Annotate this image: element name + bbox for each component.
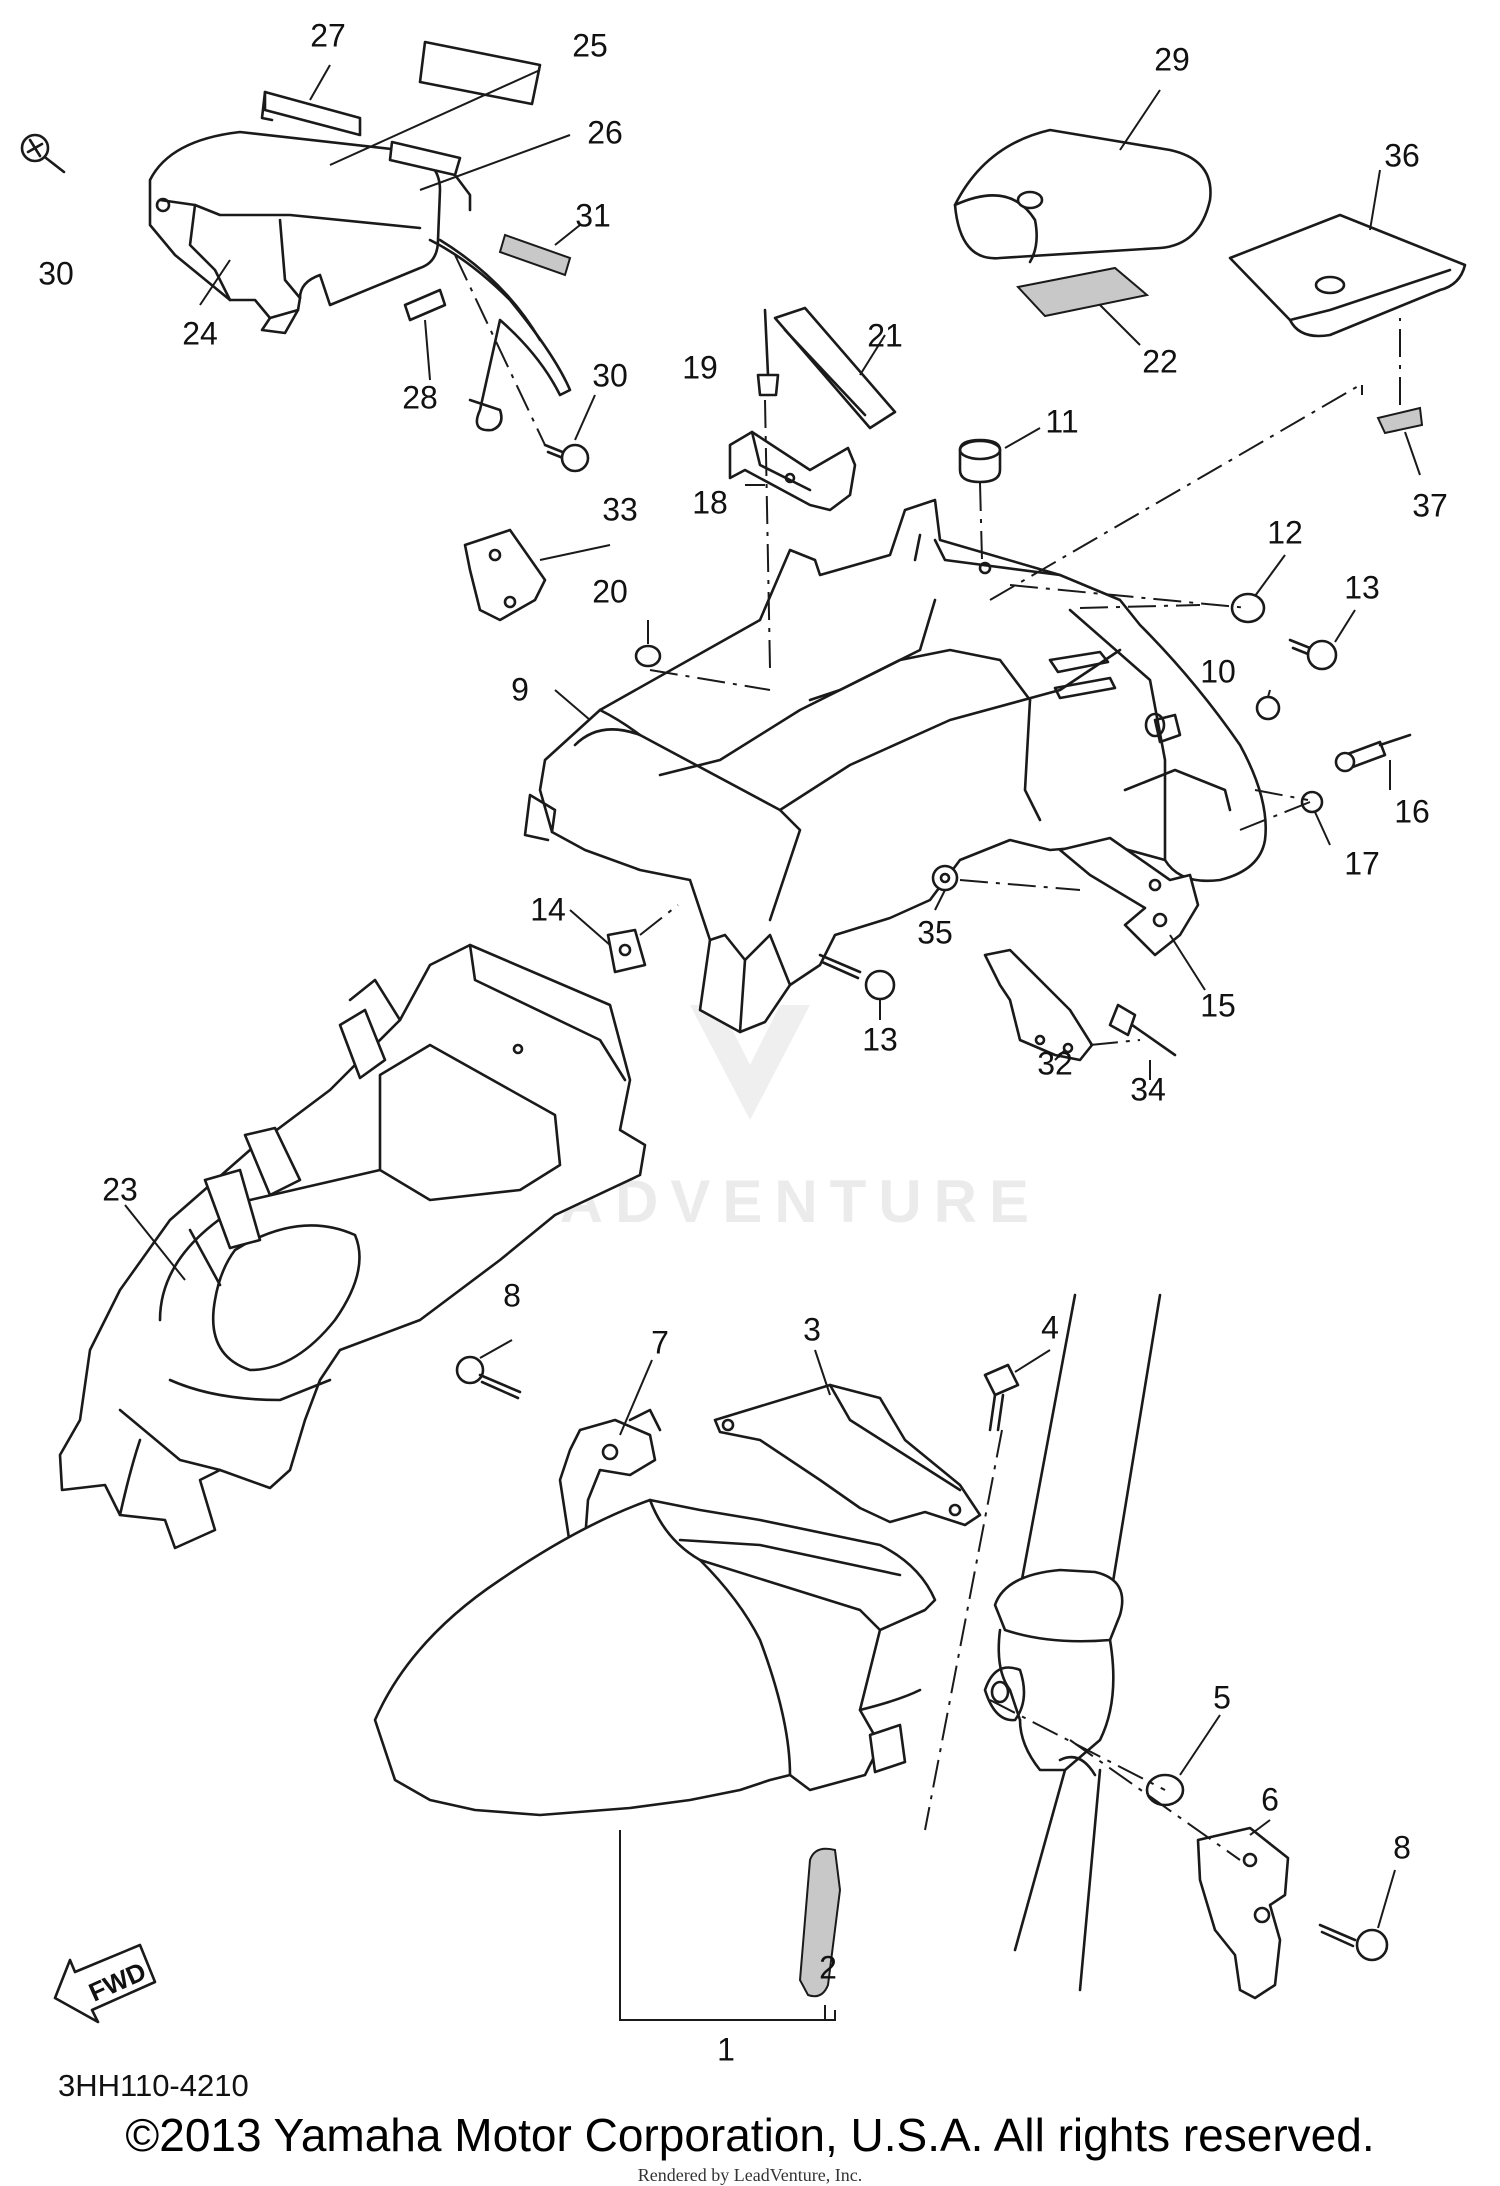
part-25-decal[interactable] xyxy=(418,40,542,106)
part-20-grommet[interactable] xyxy=(634,644,662,668)
part-6-bracket[interactable] xyxy=(1196,1826,1290,2000)
callout-25[interactable]: 25 xyxy=(572,27,608,63)
callout-labels: 1 2 3 4 5 6 7 8 8 9 10 11 12 13 13 14 15… xyxy=(38,17,1448,2067)
part-30-bolt-upper[interactable] xyxy=(20,133,66,174)
callout-15[interactable]: 15 xyxy=(1200,987,1236,1023)
assembly-lines xyxy=(454,254,1401,1861)
callout-24[interactable]: 24 xyxy=(182,315,218,351)
part-30-bolt-lower[interactable] xyxy=(543,443,590,473)
part-36-cover-plate[interactable] xyxy=(1228,213,1467,338)
callout-9[interactable]: 9 xyxy=(511,671,529,707)
callout-16[interactable]: 16 xyxy=(1394,793,1430,829)
callout-2[interactable]: 2 xyxy=(819,1949,837,1985)
callout-23[interactable]: 23 xyxy=(102,1171,138,1207)
callout-32[interactable]: 32 xyxy=(1037,1045,1073,1081)
callout-21[interactable]: 21 xyxy=(867,317,903,353)
part-12-grommet[interactable] xyxy=(1230,592,1266,624)
callout-5[interactable]: 5 xyxy=(1213,1679,1231,1715)
part-35-washer[interactable] xyxy=(931,864,959,892)
part-2-strip[interactable] xyxy=(798,1847,842,1998)
part-23-inner-fender[interactable] xyxy=(58,943,647,1550)
callout-31[interactable]: 31 xyxy=(575,197,611,233)
callout-3[interactable]: 3 xyxy=(803,1311,821,1347)
callout-14[interactable]: 14 xyxy=(530,891,566,927)
watermark-logo-mark xyxy=(690,1005,810,1120)
callout-33[interactable]: 33 xyxy=(602,491,638,527)
part-37-pad[interactable] xyxy=(1376,406,1424,435)
callout-37[interactable]: 37 xyxy=(1412,487,1448,523)
part-18-bracket[interactable] xyxy=(728,430,857,512)
callout-36[interactable]: 36 xyxy=(1384,137,1420,173)
fwd-arrow: FWD xyxy=(53,1943,157,2024)
part-17-nut[interactable] xyxy=(1300,790,1324,814)
part-32-bracket[interactable] xyxy=(983,948,1094,1062)
callout-8-lower[interactable]: 8 xyxy=(1393,1829,1411,1865)
callout-7[interactable]: 7 xyxy=(651,1324,669,1360)
callout-13-upper[interactable]: 13 xyxy=(1344,569,1380,605)
part-19-screw[interactable] xyxy=(756,308,780,397)
part-22-pad[interactable] xyxy=(1016,266,1150,318)
part-21-bracket[interactable] xyxy=(773,306,897,430)
callout-30-upper[interactable]: 30 xyxy=(38,255,74,291)
part-16-rivet[interactable] xyxy=(1334,733,1412,773)
callout-26[interactable]: 26 xyxy=(587,114,623,150)
callout-10[interactable]: 10 xyxy=(1200,653,1236,689)
callout-11[interactable]: 11 xyxy=(1045,403,1078,439)
callout-34[interactable]: 34 xyxy=(1130,1071,1166,1107)
callout-1[interactable]: 1 xyxy=(717,2031,735,2067)
part-13-bolt-upper[interactable] xyxy=(1288,638,1338,671)
part-7-bracket[interactable] xyxy=(558,1408,662,1547)
callout-13-lower[interactable]: 13 xyxy=(862,1021,898,1057)
callout-8-upper[interactable]: 8 xyxy=(503,1277,521,1313)
part-8-bolt-lower[interactable] xyxy=(1318,1923,1389,1962)
callout-12[interactable]: 12 xyxy=(1267,514,1303,550)
part-10-nut[interactable] xyxy=(1255,695,1281,721)
part-15-bracket[interactable] xyxy=(1058,836,1200,957)
part-1-front-fender[interactable] xyxy=(373,1498,937,1817)
callout-6[interactable]: 6 xyxy=(1261,1781,1279,1817)
part-29-seat-cover[interactable] xyxy=(953,128,1212,264)
part-9-rear-fender[interactable] xyxy=(523,498,1267,1034)
callout-29[interactable]: 29 xyxy=(1154,41,1190,77)
callout-17[interactable]: 17 xyxy=(1344,845,1380,881)
callout-35[interactable]: 35 xyxy=(917,914,953,950)
part-11-damper[interactable] xyxy=(958,438,1002,484)
callout-22[interactable]: 22 xyxy=(1142,343,1178,379)
copyright-notice: ©2013 Yamaha Motor Corporation, U.S.A. A… xyxy=(125,2109,1375,2161)
leader-lines xyxy=(124,64,1421,2021)
part-28-strip[interactable] xyxy=(403,288,447,322)
callout-27[interactable]: 27 xyxy=(310,17,346,53)
callout-4[interactable]: 4 xyxy=(1041,1309,1059,1345)
callout-18[interactable]: 18 xyxy=(692,484,728,520)
callout-20[interactable]: 20 xyxy=(592,573,628,609)
part-4-bolt[interactable] xyxy=(983,1363,1020,1432)
part-24-tail-cowl[interactable] xyxy=(148,130,572,432)
part-3-fender-brace[interactable] xyxy=(713,1383,982,1527)
callout-30-lower[interactable]: 30 xyxy=(592,357,628,393)
part-27-strip[interactable] xyxy=(260,90,362,137)
rendered-by-credit: Rendered by LeadVenture, Inc. xyxy=(637,2165,863,2185)
part-26-decal[interactable] xyxy=(388,140,472,212)
part-33-bracket[interactable] xyxy=(463,528,547,622)
part-31-pad[interactable] xyxy=(498,233,572,277)
part-8-bolt-upper[interactable] xyxy=(455,1355,522,1400)
callout-19[interactable]: 19 xyxy=(682,349,718,385)
callout-28[interactable]: 28 xyxy=(402,379,438,415)
part-34-screw[interactable] xyxy=(1108,1003,1177,1057)
part-14-nut-plate[interactable] xyxy=(606,928,647,974)
part-13-bolt-lower[interactable] xyxy=(818,953,896,1001)
diagram-reference-code: 3HH110-4210 xyxy=(58,2068,249,2103)
front-fork-tube xyxy=(983,1293,1162,1992)
